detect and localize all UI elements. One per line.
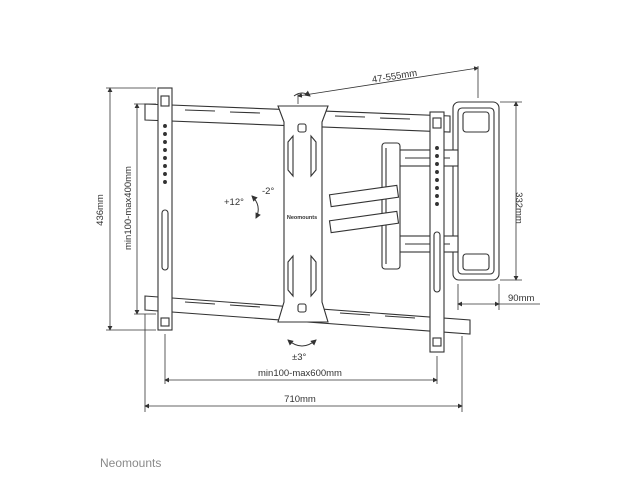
wall-plate (452, 101, 500, 281)
arm-extension-label: 47-555mm (371, 68, 418, 86)
brand-logo: Neomounts (100, 456, 162, 470)
dimension-lines (106, 66, 540, 412)
total-width-label: 710mm (284, 394, 316, 405)
level-arrow (287, 339, 317, 347)
plate-label: Neomounts (287, 215, 317, 221)
total-height-label: 436mm (95, 194, 106, 226)
tilt-up-label: +12° (224, 197, 244, 208)
left-vertical-bracket (157, 87, 173, 331)
level-label: ±3° (292, 352, 306, 363)
tilt-arrow (251, 195, 261, 219)
right-vertical-bracket (429, 111, 445, 353)
vesa-vertical-label: min100-max400mm (123, 166, 134, 250)
bracket-height-label: 332mm (513, 192, 524, 224)
vesa-horizontal-label: min100-max600mm (258, 368, 342, 379)
center-plate (277, 105, 329, 323)
wall-depth-label: 90mm (508, 293, 534, 304)
tilt-down-label: -2° (262, 186, 274, 197)
